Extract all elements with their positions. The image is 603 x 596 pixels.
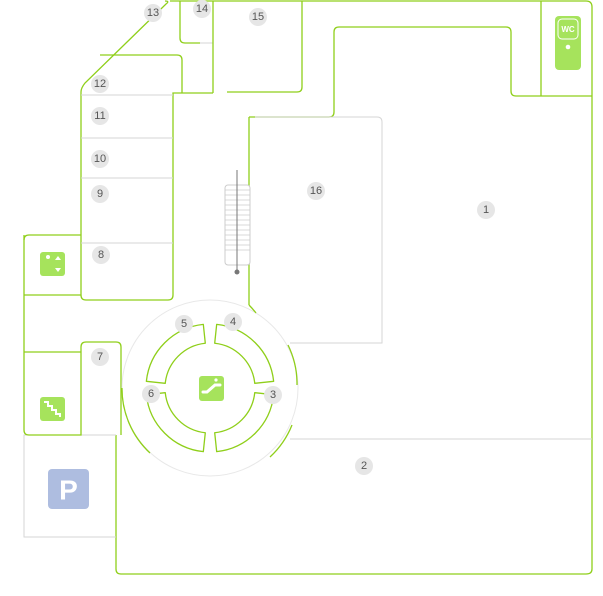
unit-label-1[interactable]: 1 xyxy=(477,201,495,219)
unit-number: 13 xyxy=(147,7,159,19)
label-badge xyxy=(91,107,109,125)
svg-text:P: P xyxy=(59,475,78,506)
unit-number: 12 xyxy=(94,78,106,90)
unit-label-9[interactable]: 9 xyxy=(91,185,109,203)
unit-label-7[interactable]: 7 xyxy=(91,348,109,366)
unit-label-14[interactable]: 14 xyxy=(193,0,211,18)
atrium-shop-ring-0[interactable] xyxy=(214,323,275,384)
label-badge xyxy=(175,315,193,333)
label-badge xyxy=(249,8,267,26)
outer-wall xyxy=(115,0,593,575)
label-badge xyxy=(91,150,109,168)
unit-number: 16 xyxy=(310,185,322,197)
label-badge xyxy=(307,182,325,200)
label-badge xyxy=(224,313,242,331)
unit-number: 9 xyxy=(97,188,103,200)
label-badge xyxy=(91,348,109,366)
label-badge xyxy=(477,201,495,219)
label-badge xyxy=(92,246,110,264)
unit-label-15[interactable]: 15 xyxy=(249,8,267,26)
label-badge xyxy=(144,4,162,22)
unit-label-12[interactable]: 12 xyxy=(91,75,109,93)
atrium-shop-ring-1[interactable] xyxy=(214,392,275,453)
unit-number: 6 xyxy=(148,388,154,400)
atrium-shop-ring-3[interactable] xyxy=(145,323,206,384)
unit-label-8[interactable]: 8 xyxy=(92,246,110,264)
unit-number: 5 xyxy=(181,318,187,330)
unit-number: 7 xyxy=(97,351,103,363)
label-badge xyxy=(193,0,211,18)
unit-label-16[interactable]: 16 xyxy=(307,182,325,200)
label-badge xyxy=(264,386,282,404)
unit-number: 15 xyxy=(252,11,264,23)
unit-label-11[interactable]: 11 xyxy=(91,107,109,125)
unit-number: 10 xyxy=(94,153,106,165)
label-badge xyxy=(355,457,373,475)
label-badge xyxy=(91,185,109,203)
label-badge xyxy=(142,385,160,403)
unit-label-4[interactable]: 4 xyxy=(224,313,242,331)
label-badge xyxy=(91,75,109,93)
wc-icon[interactable]: WC xyxy=(555,16,581,70)
unit-number: 8 xyxy=(98,249,104,261)
stairs-icon[interactable] xyxy=(40,397,65,421)
unit-label-3[interactable]: 3 xyxy=(264,386,282,404)
unit-label-13[interactable]: 13 xyxy=(144,4,162,22)
unit-number: 11 xyxy=(94,110,105,122)
unit-label-6[interactable]: 6 xyxy=(142,385,160,403)
unit-label-10[interactable]: 10 xyxy=(91,150,109,168)
unit-label-2[interactable]: 2 xyxy=(355,457,373,475)
unit-number: 4 xyxy=(230,316,236,328)
unit-number: 2 xyxy=(361,460,367,472)
elevator-icon[interactable] xyxy=(40,252,65,276)
unit-label-5[interactable]: 5 xyxy=(175,315,193,333)
svg-text:WC: WC xyxy=(561,25,575,34)
parking-icon[interactable]: P xyxy=(48,469,89,509)
escalator-up xyxy=(224,170,251,275)
unit-number: 1 xyxy=(483,204,489,216)
escalator-icon[interactable] xyxy=(199,376,224,401)
unit-number: 3 xyxy=(270,389,276,401)
unit-number: 14 xyxy=(196,3,208,15)
